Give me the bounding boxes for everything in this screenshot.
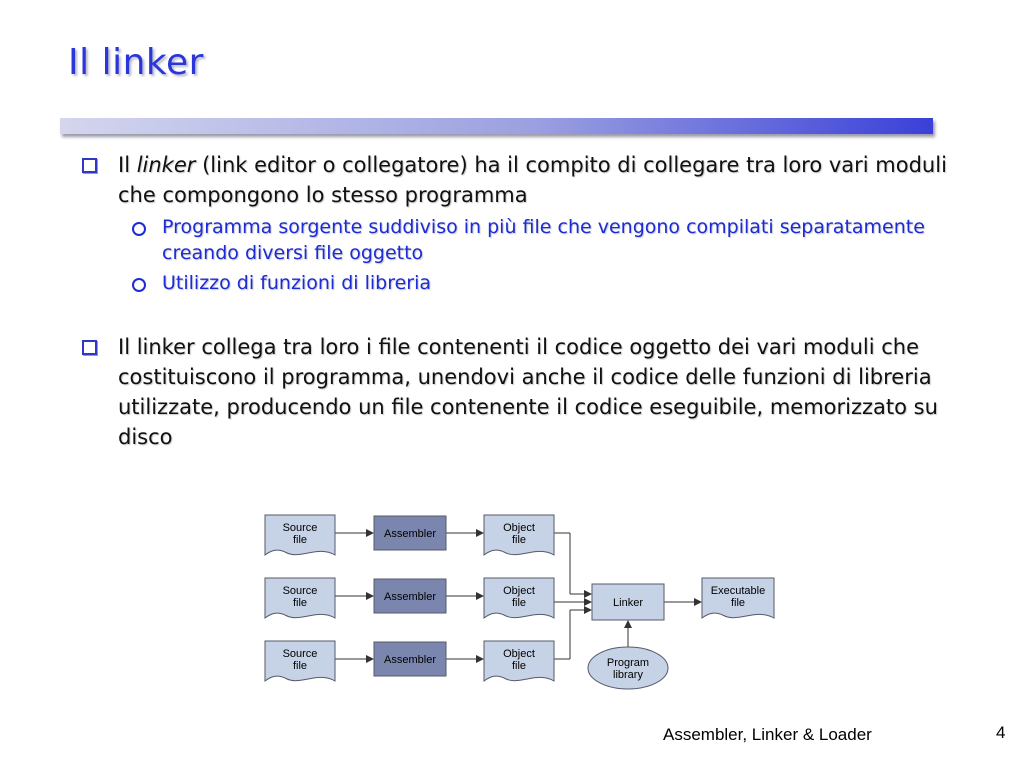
assembler-label: Assembler xyxy=(384,528,436,540)
bullet-linker-process: Il linker collega tra loro i file conten… xyxy=(80,332,980,452)
program-library-label-line: Program xyxy=(607,657,649,669)
assembler-label-line: Assembler xyxy=(384,591,436,603)
diagram-connectors xyxy=(335,529,702,663)
executable-file-label-line: file xyxy=(731,597,745,609)
linker-node xyxy=(591,583,665,621)
program-library-node xyxy=(587,646,669,690)
object-file-label-line: file xyxy=(512,534,526,546)
assembler-node xyxy=(373,641,447,677)
subbullet-text: Utilizzo di funzioni di libreria xyxy=(162,272,432,294)
assembler-label-line: Assembler xyxy=(384,654,436,666)
bullet-prefix: Il xyxy=(118,153,137,177)
object-file-node xyxy=(483,640,555,682)
source-file-label-line: file xyxy=(293,660,307,672)
assembler-label: Assembler xyxy=(384,654,436,666)
page-number: 4 xyxy=(996,723,1006,742)
square-bullet-icon xyxy=(82,340,97,355)
subbullet-source-split: Programma sorgente suddiviso in più file… xyxy=(80,214,980,266)
object-file-label-line: Object xyxy=(503,648,535,660)
source-file-label-line: file xyxy=(293,597,307,609)
assembler-label-line: Assembler xyxy=(384,528,436,540)
source-file-label-line: Source xyxy=(283,585,318,597)
slide-title: Il linker xyxy=(68,42,204,83)
executable-file-label-line: Executable xyxy=(711,585,765,597)
source-file-node xyxy=(264,514,336,556)
object-file-node xyxy=(483,577,555,619)
linker-label: Linker xyxy=(613,597,643,609)
object-file-node xyxy=(483,514,555,556)
assembler-label: Assembler xyxy=(384,591,436,603)
assembler-node xyxy=(373,515,447,551)
object-file-label-line: file xyxy=(512,597,526,609)
source-file-label-line: file xyxy=(293,534,307,546)
subbullet-text: Programma sorgente suddiviso in più file… xyxy=(162,216,925,264)
subbullet-library-functions: Utilizzo di funzioni di libreria xyxy=(80,270,980,296)
bullet-text: Il linker collega tra loro i file conten… xyxy=(118,335,938,449)
object-file-label-line: file xyxy=(512,660,526,672)
source-file-node xyxy=(264,640,336,682)
linker-label-line: Linker xyxy=(613,597,643,609)
object-file-label-line: Object xyxy=(503,585,535,597)
bullet-text: (link editor o collegatore) ha il compit… xyxy=(118,153,947,207)
assembler-node xyxy=(373,578,447,614)
source-file-node xyxy=(264,577,336,619)
footer-text: Assembler, Linker & Loader xyxy=(663,725,872,744)
source-file-label-line: Source xyxy=(283,522,318,534)
object-file-label-line: Object xyxy=(503,522,535,534)
square-bullet-icon xyxy=(82,158,97,173)
program-library-label-line: library xyxy=(613,669,643,681)
circle-bullet-icon xyxy=(132,222,146,236)
slide-content: Il linker (link editor o collegatore) ha… xyxy=(80,150,980,452)
source-file-label-line: Source xyxy=(283,648,318,660)
executable-file-node xyxy=(701,577,775,619)
bullet-linker-definition: Il linker (link editor o collegatore) ha… xyxy=(80,150,980,210)
title-underline-bar xyxy=(60,118,933,134)
circle-bullet-icon xyxy=(132,278,146,292)
bullet-emphasis: linker xyxy=(136,153,196,177)
